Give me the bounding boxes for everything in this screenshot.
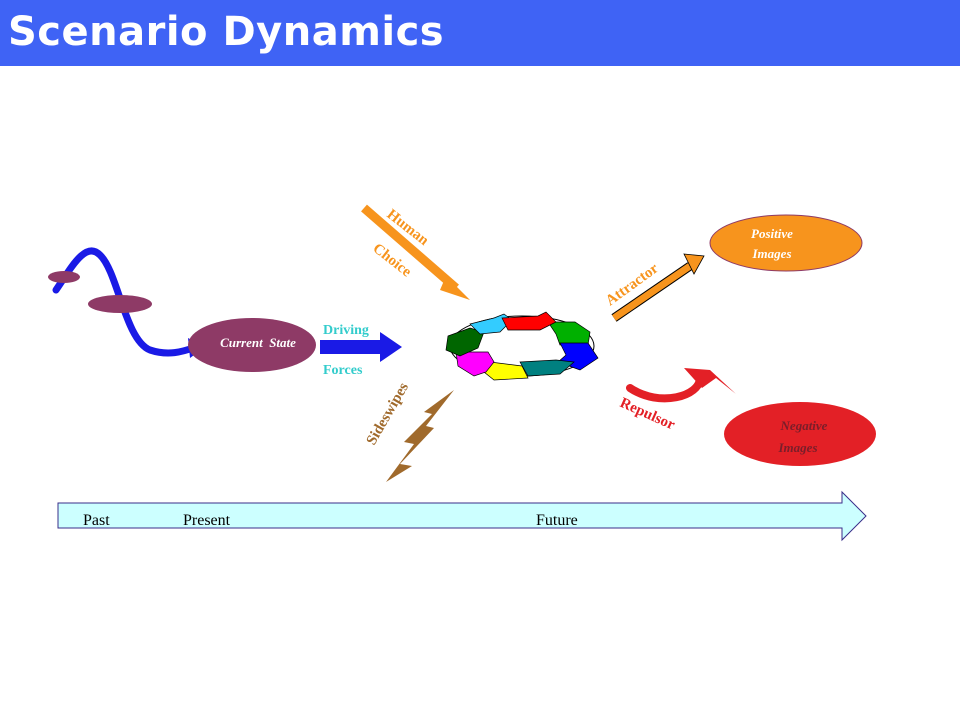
human-choice-arrow <box>361 204 470 300</box>
driving-forces-arrow <box>320 332 402 362</box>
cycle-arrow-teal-bottom <box>519 359 575 377</box>
sideswipes-lightning-bolt <box>386 390 454 482</box>
forces-label: Forces <box>323 363 363 378</box>
scenario-cycle <box>445 311 599 381</box>
timeline-future-label: Future <box>536 512 578 529</box>
positive-images-line1: Positive <box>751 226 793 241</box>
repulsor-arrow <box>626 368 736 403</box>
cycle-arrow-darkgreen-left <box>445 327 485 357</box>
cycle-arrow-magenta-left <box>455 351 495 377</box>
cycle-arrow-red-top <box>501 311 557 331</box>
attractor-arrow <box>611 253 705 322</box>
timeline-past-label: Past <box>83 512 110 529</box>
positive-images-ellipse <box>709 214 863 272</box>
positive-images-line2: Images <box>752 246 792 261</box>
negative-images-line2: Images <box>778 440 818 455</box>
sideswipes-label: Sideswipes <box>364 380 413 448</box>
driving-label: Driving <box>323 323 369 338</box>
negative-images-line1: Negative <box>780 418 828 433</box>
current-state-label: Current State <box>220 335 296 350</box>
timeline-present-label: Present <box>183 512 231 529</box>
negative-images-ellipse <box>724 402 876 466</box>
title-bar: Scenario Dynamics <box>0 0 960 66</box>
cycle-arrow-green-right <box>547 321 591 346</box>
page-title: Scenario Dynamics <box>8 9 445 55</box>
past-state-ellipse-small <box>48 271 80 283</box>
current-state-ellipse <box>188 318 316 372</box>
timeline-arrow <box>57 490 867 542</box>
past-state-ellipse-medium <box>88 295 152 313</box>
